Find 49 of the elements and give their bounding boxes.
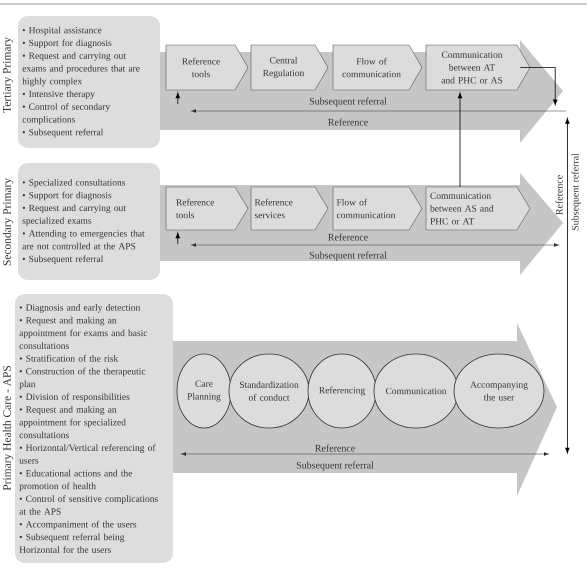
bullet-item: • Division of responsibilities (20, 393, 130, 402)
bullet-item: • Educational actions and the promotion of health (19, 470, 132, 492)
bullet-item: • Diagnosis and early detection (20, 304, 140, 313)
arrow (565, 118, 570, 454)
bullet-item: • Hospital assistance (22, 26, 102, 36)
bullet-item: • Request and making an appointment for specialized consultations (20, 406, 126, 438)
line-label: Reference (328, 233, 368, 241)
level-heading: Tertiary Primary (2, 37, 14, 113)
process-pentagon: Communication between AT and PHC or AS (426, 44, 530, 90)
bullet-item: • Intensive therapy (22, 90, 95, 100)
list-box (18, 16, 160, 148)
process-pentagon: Reference tools (166, 44, 248, 90)
bullet-item: • Subsequent referral (22, 255, 104, 264)
arrow (176, 232, 180, 245)
arrow (458, 92, 462, 188)
bullet-item: • Support for diagnosis (22, 39, 112, 48)
process-pentagon: Reference tools (166, 186, 248, 230)
process-pentagon: Flow of communication (332, 44, 422, 90)
bullet-item: • Accompaniment of the users (20, 520, 136, 530)
bullet-item: • Support for diagnosis (22, 192, 112, 200)
bullet-item: • Stratification of the risk (20, 354, 118, 362)
line-label: Subsequent referral (296, 461, 374, 471)
list-box (15, 294, 173, 563)
bullet-item: • Request and carrying out specialized exams (22, 204, 126, 226)
line-label: Reference (328, 118, 368, 126)
arrow (520, 67, 558, 106)
line-label: Subsequent referral (310, 251, 387, 261)
level-heading: Secondary Primary (2, 178, 14, 266)
line-label: Reference (315, 444, 355, 452)
line-label: Subsequent referral (310, 97, 387, 107)
list-box (18, 163, 160, 280)
bullet-item: • Request and carrying out exams and procedures that are highly complex (22, 52, 140, 86)
arrow (176, 92, 180, 105)
bullet-item: • Subsequent referral (22, 128, 104, 138)
bullet-item: • Specialized consultations (22, 178, 126, 188)
process-pentagon: Reference services (250, 186, 328, 230)
process-pentagon: Communication between AS and PHC or AT (426, 186, 530, 230)
bullet-item: • Horizontal/Vertical referencing of users (19, 444, 156, 464)
level-heading: Primary Health Care - APS (2, 366, 14, 490)
process-pentagon: Central Regulation (250, 44, 328, 90)
line-label: Subsequent referral (571, 153, 581, 230)
bullet-item: • Subsequent referral being Horizontal for the users (19, 533, 124, 553)
line-label: Reference (555, 175, 563, 215)
bullet-item: • Request and making an appointment for exams and basic consultations (20, 316, 148, 349)
process-pentagon: Flow of communication (332, 186, 422, 230)
bullet-item: • Construction of the therapeutic plan (19, 368, 146, 390)
bullet-item: • Control of sensitive complications at the APS (20, 495, 158, 515)
bullet-item: • Control of secondary complications (22, 103, 110, 125)
bullet-item: • Attending to emergencies that are not controlled at the APS (22, 230, 145, 250)
